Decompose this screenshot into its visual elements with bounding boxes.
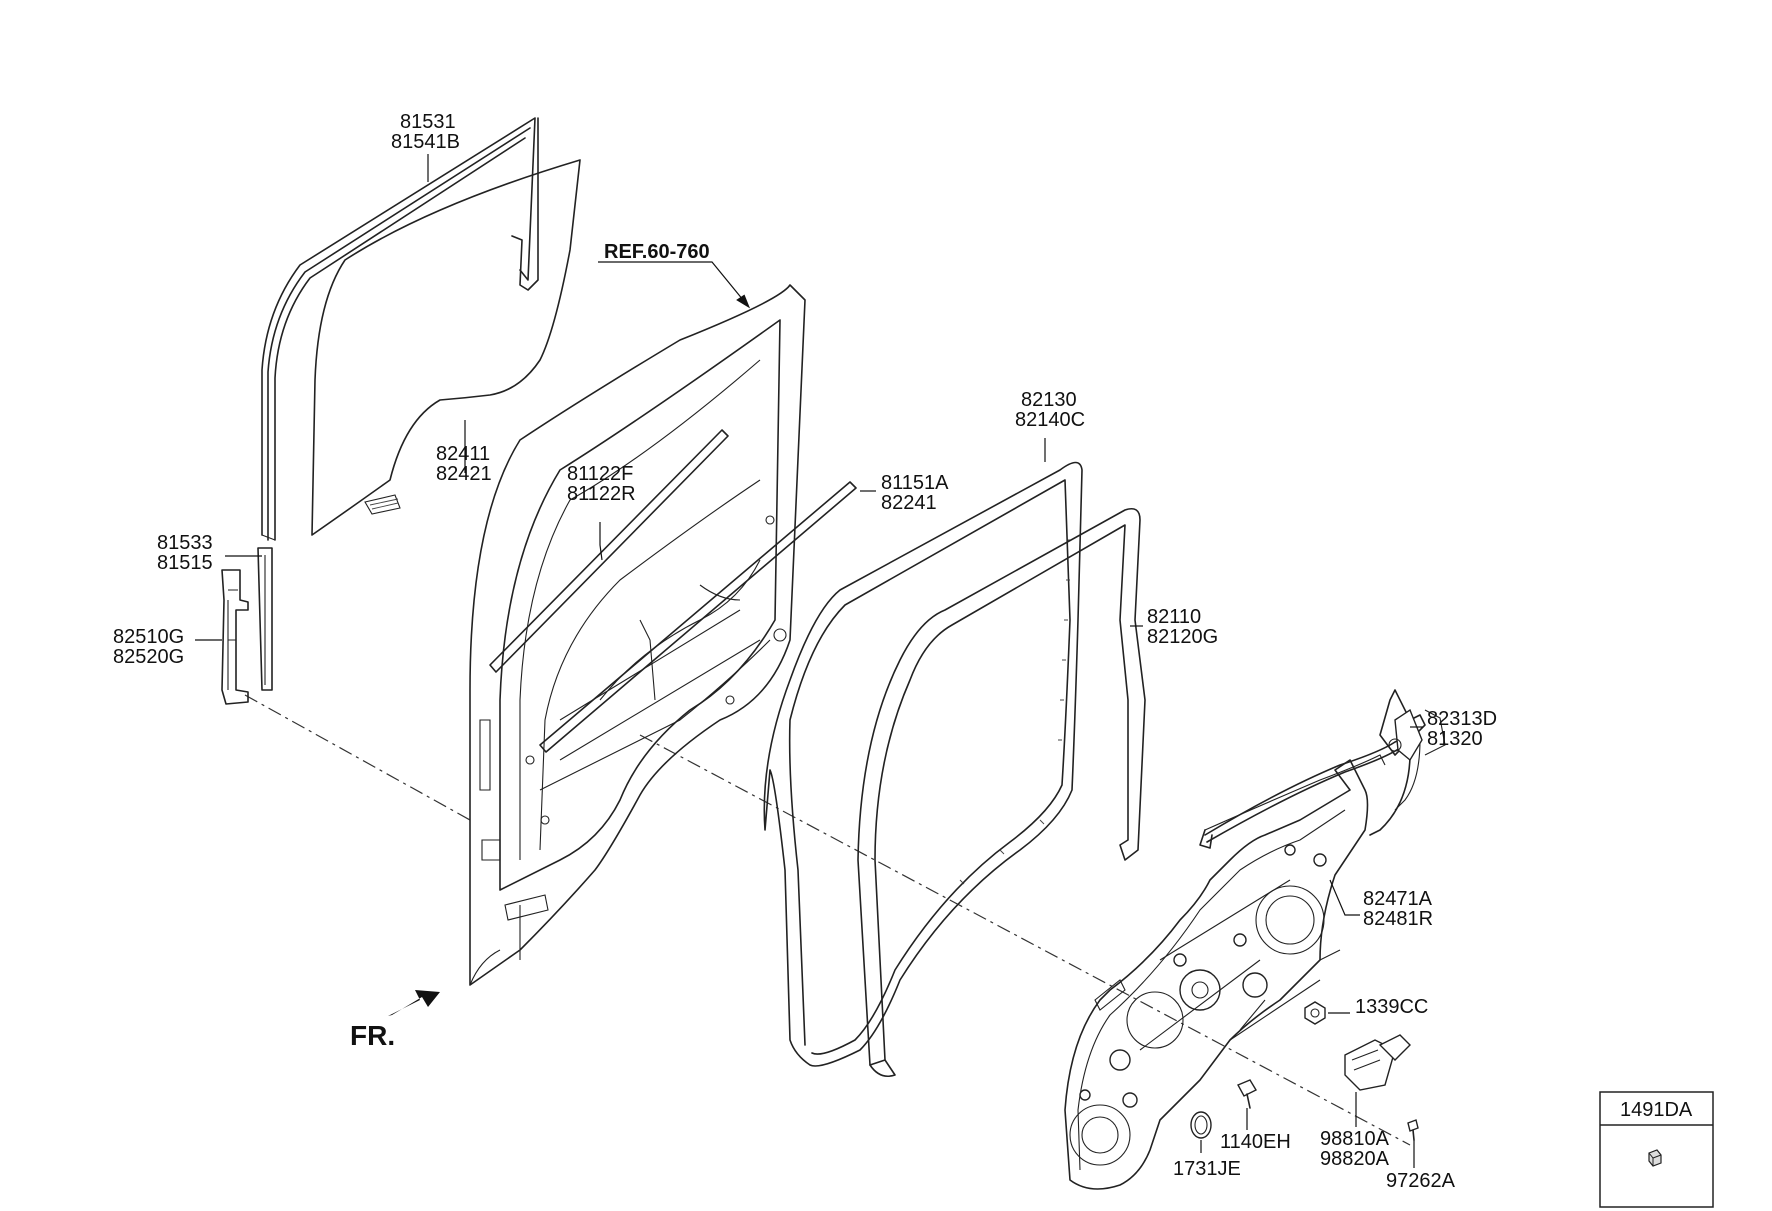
bolt-part [1237,1079,1257,1109]
nut-part [1304,1001,1326,1025]
door-weatherstrip-body-part [763,461,1083,1067]
plug-part [1190,1111,1212,1139]
label-82510g: 82510G [113,626,184,648]
label-81531: 81531 [400,111,456,133]
label-82520g: 82520G [113,646,184,668]
reference-label: REF.60-760 [604,241,710,263]
label-82421: 82421 [436,463,492,485]
label-82110: 82110 [1147,606,1201,628]
label-82130: 82130 [1021,389,1077,411]
label-82481r: 82481R [1363,908,1433,930]
glass-run-part [261,117,539,541]
label-81515: 81515 [157,552,213,574]
door-weatherstrip-part [857,507,1146,1078]
label-81320: 81320 [1427,728,1483,750]
label-1140eh: 1140EH [1220,1131,1291,1153]
label-81151a: 81151A [881,472,949,494]
legend-code: 1491DA [1620,1099,1693,1121]
label-82471a: 82471A [1363,888,1433,910]
regulator-motor-part [1344,1034,1411,1091]
screw-part [1407,1119,1419,1141]
legend-box [1599,1091,1714,1208]
leader-lines [195,154,1423,1168]
window-glass-part [311,159,581,536]
label-81533: 81533 [157,532,213,554]
label-98820a: 98820A [1320,1148,1390,1170]
door-module-panel-part [1064,754,1386,1190]
label-1731je: 1731JE [1173,1158,1241,1180]
regulator-cables [1204,724,1421,843]
clip-icon [1648,1149,1662,1167]
label-82140c: 82140C [1015,409,1085,431]
label-82313d: 82313D [1427,708,1497,730]
part-labels: 81531 81541B 82411 82421 81533 81515 825… [113,111,1693,1192]
channel-bracket-part [221,569,249,705]
label-82120g: 82120G [1147,626,1218,648]
door-latch-part [1379,689,1446,762]
label-81541b: 81541B [391,131,460,153]
belt-weatherstrip-outer-part [539,481,857,753]
belt-weatherstrip-inner-part [489,429,729,673]
label-98810a: 98810A [1320,1128,1390,1150]
label-82411: 82411 [436,443,490,465]
label-82241: 82241 [881,492,937,514]
rear-channel-part [257,547,273,691]
label-1339cc: 1339CC [1355,996,1428,1018]
label-81122f: 81122F [567,463,633,485]
label-97262a: 97262A [1386,1170,1456,1192]
front-direction-arrow [388,990,440,1016]
assembly-centerline [244,694,1411,1146]
front-direction-label: FR. [350,1020,395,1051]
reference-arrow [598,261,751,309]
label-81122r: 81122R [567,483,636,505]
